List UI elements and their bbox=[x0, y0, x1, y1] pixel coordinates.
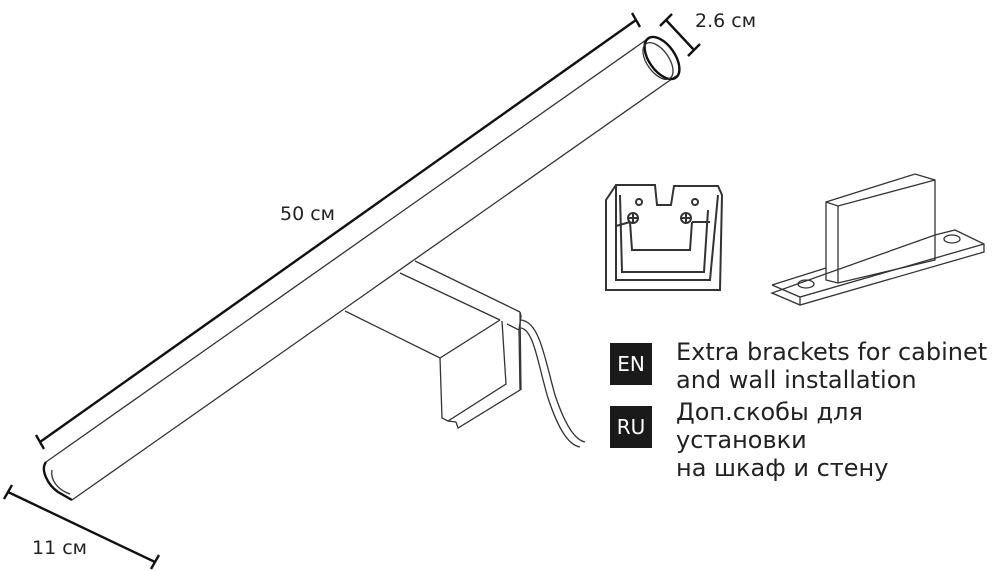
diameter-dimension-line bbox=[659, 13, 701, 57]
ru-caption-line2: на шкаф и стену bbox=[676, 454, 889, 482]
ru-language-badge: RU bbox=[610, 406, 652, 448]
diameter-label: 2.6 см bbox=[695, 10, 757, 32]
light-tube bbox=[42, 35, 681, 502]
length-label: 50 см bbox=[280, 203, 335, 225]
length-dimension-line bbox=[34, 12, 642, 450]
ru-caption-line1: Доп.скобы для установки bbox=[676, 398, 863, 454]
wall-bracket-image bbox=[770, 173, 985, 306]
en-caption: Extra brackets for cabinet and wall inst… bbox=[676, 338, 987, 394]
cabinet-bracket-image bbox=[605, 184, 724, 291]
en-caption-line2: and wall installation bbox=[676, 366, 917, 394]
ru-caption: Доп.скобы для установки на шкаф и стену bbox=[676, 398, 1000, 482]
depth-label: 11 см bbox=[32, 537, 87, 559]
wall-bracket-arm bbox=[344, 260, 586, 448]
en-caption-line1: Extra brackets for cabinet bbox=[676, 338, 988, 366]
en-language-badge: EN bbox=[610, 343, 652, 385]
depth-dimension-line bbox=[2, 484, 161, 570]
